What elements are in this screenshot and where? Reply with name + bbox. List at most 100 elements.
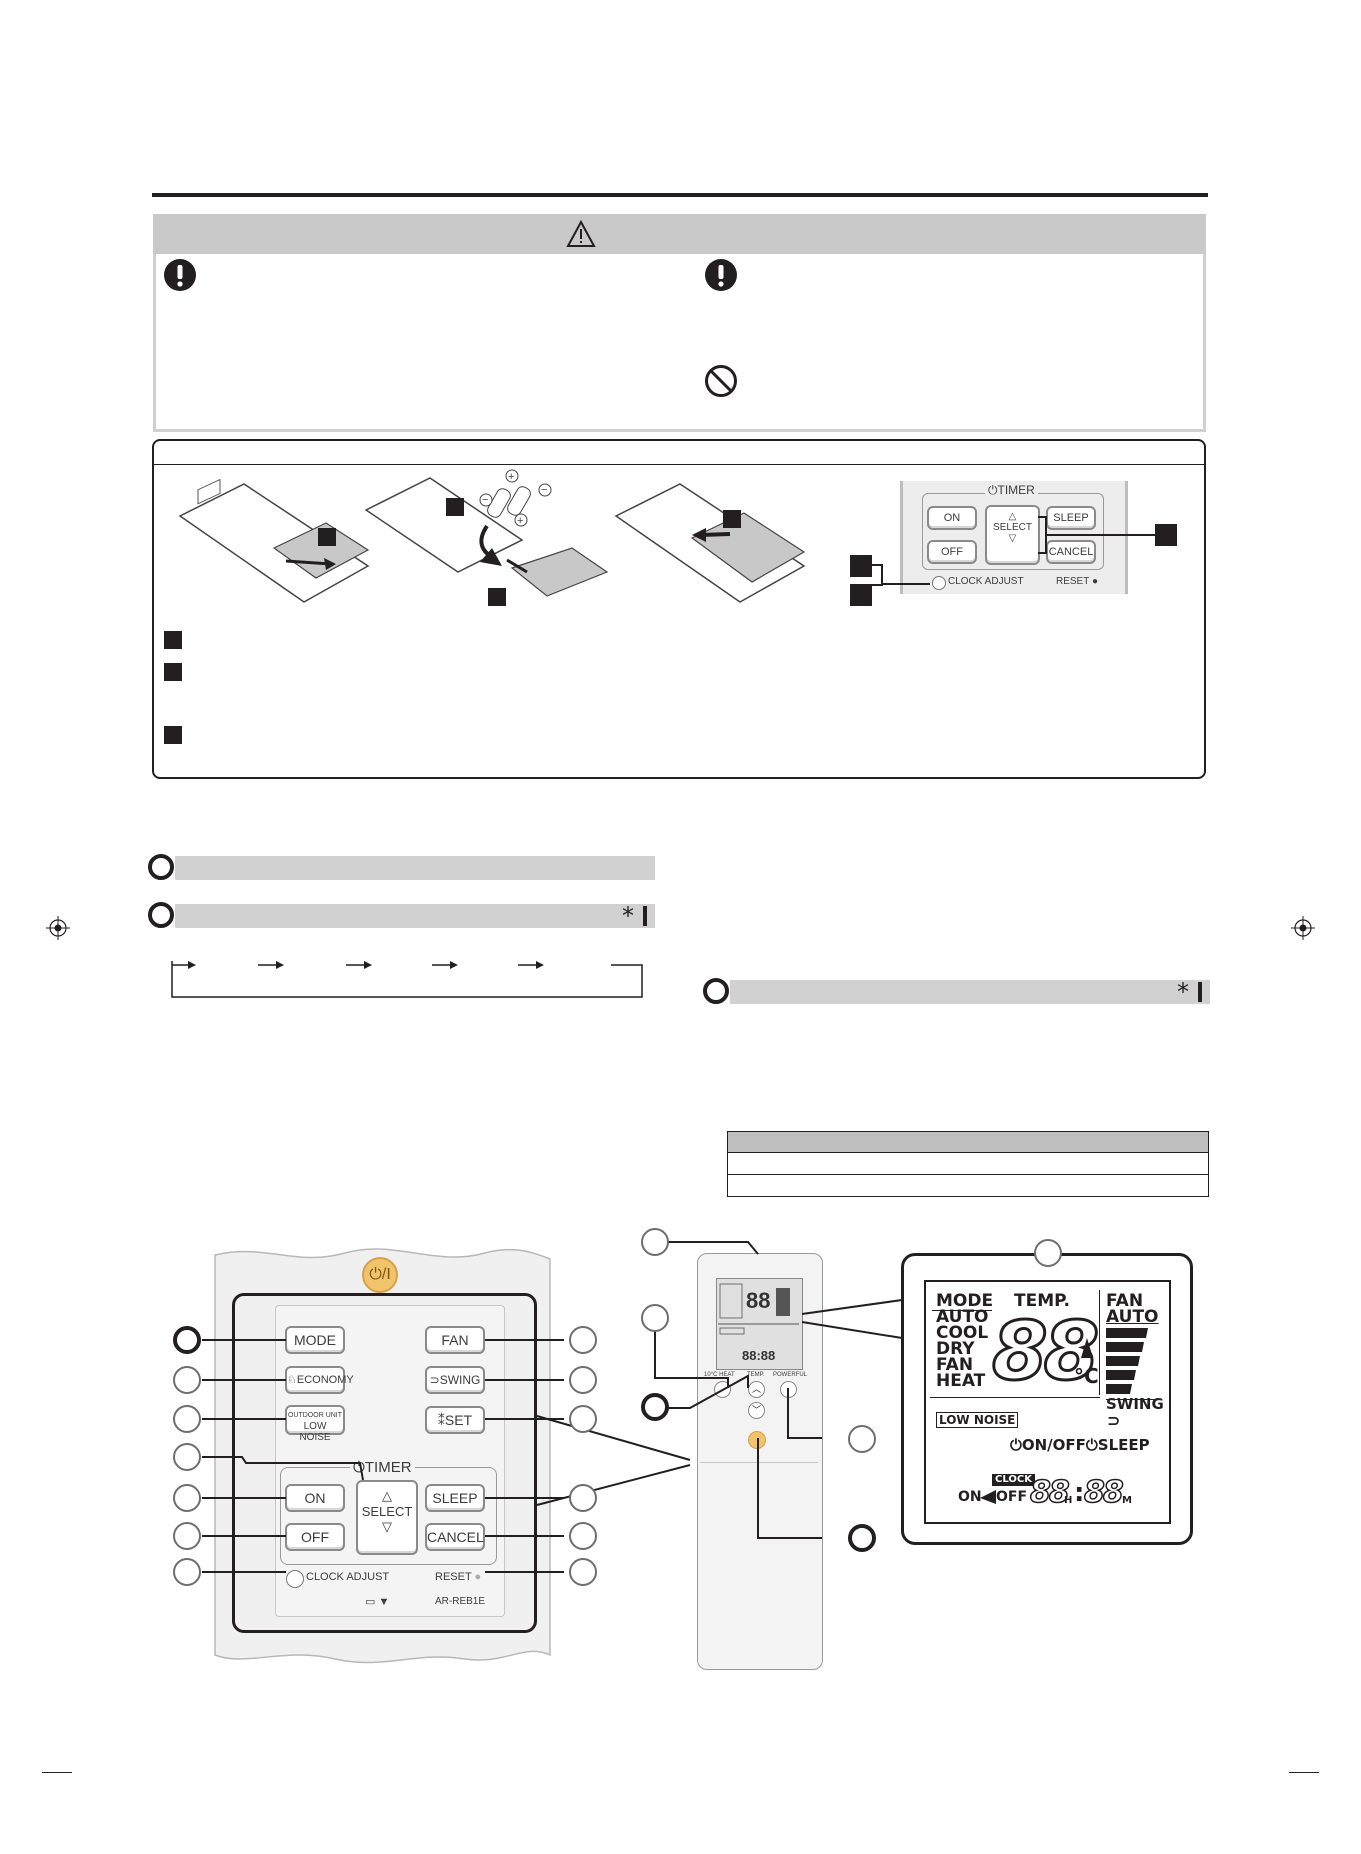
svg-text:88:88: 88:88 [742, 1348, 775, 1363]
svg-text:+: + [508, 471, 514, 483]
lcd-fan-auto: AUTO [1106, 1307, 1159, 1327]
lcd-fan-speed-bars-icon [1106, 1328, 1148, 1394]
prohibition-icon [705, 365, 737, 397]
powerful-label: POWERFUL [773, 1372, 808, 1378]
step-marker [164, 726, 182, 744]
lcd-timer-row: ⏻ON/OFF⏻SLEEP [1010, 1436, 1150, 1454]
clock-adjust-button[interactable] [286, 1570, 304, 1588]
low-noise-label: LOW NOISE [299, 1421, 331, 1443]
lcd-mode-heat: HEAT [936, 1371, 986, 1391]
section-number-circle [148, 902, 174, 928]
svg-text:+: + [517, 515, 523, 527]
lcd-mode-cool: COOL [936, 1323, 989, 1343]
swing-icon: ⊃ [429, 1373, 440, 1387]
lcd-h-label: H [1064, 1495, 1073, 1506]
lcd-thumbnail-graphic: 88 88:88 [718, 1283, 799, 1363]
lcd-swing-icon: ⊃ [1107, 1411, 1121, 1430]
star-marker: * [1177, 978, 1189, 1006]
crop-mark [42, 1772, 72, 1773]
middle-remote-leader-lines [654, 1241, 822, 1539]
lcd-mode-auto: AUTO [936, 1307, 989, 1327]
sleep-button[interactable]: SLEEP [1046, 506, 1096, 530]
callout-economy [173, 1366, 201, 1394]
timer-on-button[interactable]: ON [285, 1484, 345, 1512]
lcd-mode-label: MODE [936, 1291, 994, 1311]
battery-indicator-icon: ▭ ▼ [365, 1596, 390, 1608]
on-button[interactable]: ON [927, 506, 977, 530]
registration-mark-icon [1291, 916, 1315, 940]
callout-sleep [569, 1484, 597, 1512]
ten-heat-label: 10°C HEAT [704, 1372, 735, 1378]
timer-cancel-button[interactable]: CANCEL [425, 1523, 485, 1551]
section-number-circle [703, 978, 729, 1004]
step-marker [850, 555, 872, 577]
lcd-swing-label: SWING [1106, 1395, 1164, 1413]
reset-dot-icon: ● [474, 1571, 482, 1583]
table-header [727, 1131, 1209, 1153]
lcd-mode-fan: FAN [936, 1355, 974, 1375]
lcd-clock-badge: CLOCK [992, 1474, 1035, 1486]
battery-box-divider [154, 464, 1204, 465]
timer-icon: ⏻ [353, 1459, 365, 1476]
select-button[interactable]: △ SELECT ▽ [985, 505, 1040, 565]
select-up-icon: △ [382, 1488, 392, 1503]
fan-button[interactable]: FAN [425, 1326, 485, 1354]
callout-timer-off [173, 1522, 201, 1550]
callout-set [569, 1405, 597, 1433]
svg-text:−: − [541, 484, 547, 496]
step-marker [723, 510, 741, 528]
lcd-mode-underline [932, 1292, 992, 1311]
sleep-button[interactable]: SLEEP [425, 1484, 485, 1512]
low-noise-button[interactable]: OUTDOOR UNIT LOW NOISE [285, 1405, 345, 1443]
lcd-divider [1099, 1290, 1100, 1395]
economy-icon: ♘ [287, 1374, 297, 1386]
section-bar [730, 980, 1210, 1004]
reset-button[interactable]: RESET ● [435, 1571, 482, 1583]
callout-lcd [1034, 1239, 1062, 1267]
lcd-timer-icon: ⏻ [1010, 1436, 1022, 1454]
lcd-enlarged-screen [924, 1280, 1171, 1524]
reset-label: RESET ● [1056, 576, 1098, 587]
clock-adjust-button[interactable] [932, 576, 946, 590]
note-bar [643, 906, 647, 926]
svg-text:−: − [482, 494, 488, 506]
lcd-time-minutes: 88 [1083, 1475, 1124, 1510]
temp-up-button[interactable]: ︿ [748, 1381, 765, 1398]
swing-button[interactable]: ⊃SWING [425, 1366, 485, 1394]
step-marker [164, 663, 182, 681]
callout-swing [569, 1366, 597, 1394]
fan-direction-icon: ⁑ [437, 1412, 445, 1428]
button-area-frame [232, 1293, 537, 1633]
economy-button[interactable]: ♘ECONOMY [285, 1366, 354, 1394]
set-button[interactable]: ⁑SET [425, 1406, 485, 1434]
step-marker [446, 498, 464, 516]
section-bar [175, 904, 655, 928]
step-marker [488, 588, 506, 606]
lcd-temp-up-icon [1081, 1338, 1093, 1358]
outdoor-unit-label: OUTDOOR UNIT [287, 1412, 343, 1419]
svg-text:88: 88 [746, 1288, 770, 1313]
lcd-time-hours: 88 [1029, 1475, 1070, 1510]
up-arrow-icon: △ [1008, 511, 1017, 522]
remote-back-cover-open-illustration [178, 478, 370, 603]
crop-mark [1289, 1772, 1319, 1773]
down-arrow-icon: ▽ [1008, 533, 1017, 544]
cancel-button[interactable]: CANCEL [1046, 540, 1096, 564]
note-bar [1198, 982, 1202, 1002]
temp-down-button[interactable]: ﹀ [748, 1402, 765, 1419]
select-label: SELECT [993, 522, 1032, 533]
clock-adjust-label: CLOCK ADJUST [948, 576, 1024, 587]
off-button[interactable]: OFF [927, 540, 977, 564]
callout-display [641, 1228, 669, 1256]
lcd-temp-digits: 88 [990, 1305, 1100, 1398]
timer-select-button[interactable]: △ SELECT ▽ [356, 1480, 418, 1555]
mode-cycle-diagram [171, 961, 643, 998]
callout-low-noise [173, 1405, 201, 1433]
lcd-fan-label: FAN [1106, 1291, 1144, 1311]
table-row [727, 1153, 1209, 1175]
chevron-up-icon: ︿ [751, 1384, 761, 1394]
temp-label: TEMP. [747, 1372, 765, 1378]
power-button[interactable]: ⏻/I [362, 1257, 398, 1293]
step-marker [164, 631, 182, 649]
callout-select [173, 1443, 201, 1471]
